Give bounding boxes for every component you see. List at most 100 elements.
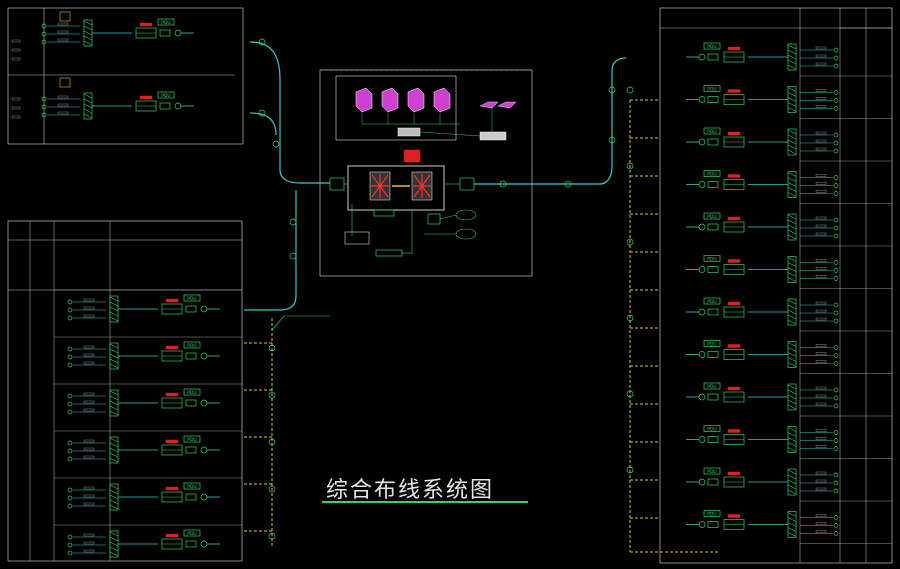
patch-lines	[787, 474, 797, 480]
outlet-circle	[67, 362, 73, 368]
outlet-circle	[833, 438, 839, 443]
text-placeholder	[815, 131, 827, 135]
patch-lines	[787, 442, 797, 447]
outlet-circle	[833, 106, 839, 111]
ups-box	[185, 446, 197, 454]
text-placeholder	[815, 386, 827, 390]
patch-lines	[787, 214, 797, 220]
outlet-circle	[833, 488, 839, 494]
red-cable-tag	[727, 471, 741, 476]
patch-lines	[787, 139, 797, 145]
text-placeholder	[815, 182, 827, 185]
red-cable-tag	[165, 298, 179, 303]
patch-lines	[109, 301, 119, 307]
link-circle	[698, 308, 706, 316]
outlet-circle	[41, 112, 47, 118]
text-placeholder	[815, 224, 827, 228]
ups-box	[707, 478, 719, 486]
text-placeholder	[83, 314, 95, 318]
link-circle	[698, 393, 706, 401]
text-placeholder	[57, 95, 69, 99]
outlet-circle	[833, 217, 839, 223]
outlet-circle	[67, 299, 73, 305]
pdu-label: PDU	[707, 257, 716, 263]
fiber-frame-right	[459, 177, 475, 191]
text-placeholder	[57, 103, 69, 107]
pdu-label: PDU	[707, 342, 716, 348]
text-placeholder	[815, 105, 827, 108]
red-cable-tag	[727, 514, 741, 518]
patch-lines	[787, 469, 797, 475]
ups-box	[159, 102, 171, 110]
red-cable-tag	[727, 429, 741, 433]
outlet-circle	[833, 90, 839, 95]
text-placeholder	[815, 352, 827, 355]
red-cable-tag	[139, 22, 153, 27]
ups-box	[707, 308, 719, 316]
fiber-circle	[289, 218, 297, 226]
ups-box	[185, 305, 197, 313]
outlet-circle	[833, 260, 839, 265]
text-placeholder	[815, 487, 827, 491]
pdu-box	[157, 18, 175, 26]
text-placeholder	[83, 306, 95, 310]
patch-lines	[787, 107, 797, 112]
link-circle	[698, 521, 706, 528]
patch-lines	[83, 113, 93, 119]
ups-box	[707, 53, 719, 61]
link-circle	[698, 223, 706, 231]
outlet-circle	[833, 268, 839, 273]
patch-lines	[787, 102, 797, 107]
text-placeholder	[83, 298, 95, 302]
link-circle	[200, 399, 208, 407]
text-placeholder	[83, 439, 95, 443]
patch-lines	[787, 272, 797, 277]
pdu-box	[703, 425, 721, 432]
text-placeholder	[83, 392, 95, 396]
pdu-box	[703, 382, 721, 390]
fiber-circle	[608, 136, 616, 144]
pdu-label: PDU	[707, 384, 716, 390]
storage-icon	[479, 101, 499, 109]
text-placeholder	[815, 275, 827, 278]
ups-box	[707, 138, 719, 146]
text-placeholder	[83, 486, 95, 490]
ups-box	[185, 493, 197, 501]
link-circle	[200, 540, 208, 548]
core-module-x	[371, 174, 389, 198]
fiber-circle	[626, 390, 634, 398]
outlet-circle	[67, 315, 73, 321]
text-placeholder	[815, 445, 827, 448]
patch-lines	[787, 304, 797, 310]
cloud-shape	[455, 209, 477, 221]
patch-lines	[109, 489, 119, 495]
outlet-circle	[833, 148, 839, 154]
patch-lines	[787, 172, 797, 177]
outlet-circle	[67, 550, 73, 556]
outlet-circle	[833, 98, 839, 103]
text-placeholder	[815, 360, 827, 363]
text-placeholder	[83, 533, 95, 537]
red-cable-tag	[727, 131, 741, 136]
outlet-circle	[833, 140, 839, 146]
link-circle	[698, 266, 706, 273]
outlet-circle	[67, 307, 73, 313]
patch-lines	[109, 405, 119, 411]
pdu-box	[183, 294, 201, 302]
patch-lines	[787, 234, 797, 240]
ups-box	[707, 181, 719, 188]
patch-lines	[109, 410, 119, 416]
patch-lines	[787, 277, 797, 282]
patch-lines	[787, 187, 797, 192]
storage-icon	[497, 101, 517, 109]
link-circle	[698, 138, 706, 146]
outlet-circle	[67, 534, 73, 540]
patch-lines	[109, 494, 119, 500]
text-placeholder	[815, 522, 827, 525]
red-cable-tag	[727, 386, 741, 391]
red-cable-tag	[727, 216, 741, 221]
patch-lines	[787, 357, 797, 362]
patch-lines	[787, 149, 797, 155]
outlet-circle	[833, 430, 839, 435]
text-placeholder	[815, 54, 827, 58]
